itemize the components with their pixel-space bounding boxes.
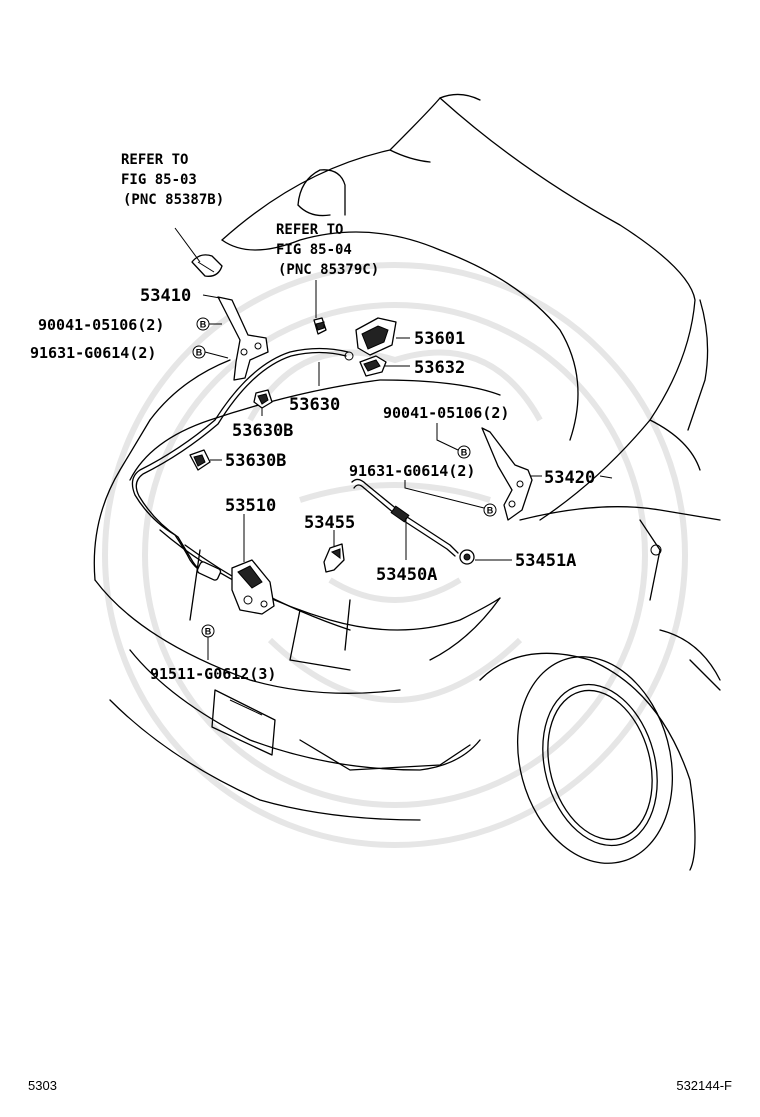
svg-text:B: B xyxy=(461,448,468,458)
label-53451a: 53451A xyxy=(515,551,576,571)
ref-note-85-03-line2: FIG 85-03 xyxy=(121,172,197,188)
part-53601-release-lever xyxy=(355,317,397,356)
ref-note-85-03-line1: REFER TO xyxy=(121,152,188,168)
label-91511-g0612: 91511-G0612(3) xyxy=(150,665,276,683)
part-53410-hood-hinge-left xyxy=(217,296,269,381)
label-53420: 53420 xyxy=(544,468,595,488)
leader-lines xyxy=(174,227,613,660)
label-53510: 53510 xyxy=(225,496,276,516)
part-53510-hood-lock xyxy=(231,559,275,615)
fastener-badge-91631-left: B xyxy=(192,345,206,359)
fastener-badge-91511: B xyxy=(201,624,215,638)
vehicle-outline xyxy=(93,93,721,871)
fastener-badge-91631-right: B xyxy=(483,503,497,517)
hood-release-cable xyxy=(131,347,349,581)
label-53410: 53410 xyxy=(140,286,191,306)
label-90041-05106-left: 90041-05106(2) xyxy=(38,316,164,334)
ref-note-85-04-line3: (PNC 85379C) xyxy=(278,262,379,278)
label-53630b-upper: 53630B xyxy=(232,421,293,441)
part-53451a-rod-holder xyxy=(459,549,475,565)
label-53455: 53455 xyxy=(304,513,355,533)
svg-text:B: B xyxy=(196,348,203,358)
svg-text:B: B xyxy=(205,627,212,637)
svg-text:B: B xyxy=(200,320,207,330)
part-clip-refer-85379c xyxy=(313,317,327,335)
label-53630b-lower: 53630B xyxy=(225,451,286,471)
footer-page-code: 5303 xyxy=(28,1078,57,1093)
ref-note-85-04-line2: FIG 85-04 xyxy=(276,242,352,258)
label-91631-g0614-left: 91631-G0614(2) xyxy=(30,344,156,362)
part-53420-hood-hinge-right xyxy=(481,427,533,521)
part-53450a-support-rod xyxy=(351,478,459,557)
label-90041-05106-right: 90041-05106(2) xyxy=(383,404,509,422)
part-53455-striker xyxy=(323,543,345,573)
part-hood-stay-grommet xyxy=(191,254,223,277)
label-91631-g0614-right: 91631-G0614(2) xyxy=(349,462,475,480)
footer-figure-code: 532144-F xyxy=(676,1078,732,1093)
watermark-emblem xyxy=(102,262,688,848)
label-53632: 53632 xyxy=(414,358,465,378)
part-53630b-clip-upper xyxy=(253,389,273,409)
ref-note-85-04-line1: REFER TO xyxy=(276,222,343,238)
part-53630b-clip-lower xyxy=(189,449,211,471)
label-53450a: 53450A xyxy=(376,565,437,585)
fastener-badge-90041-left: B xyxy=(196,317,210,331)
part-53632-cable-end xyxy=(344,351,387,377)
fastener-badge-90041-right: B xyxy=(457,445,471,459)
ref-note-85-03-line3: (PNC 85387B) xyxy=(123,192,224,208)
label-53601: 53601 xyxy=(414,329,465,349)
svg-text:B: B xyxy=(487,506,494,516)
label-53630: 53630 xyxy=(289,395,340,415)
